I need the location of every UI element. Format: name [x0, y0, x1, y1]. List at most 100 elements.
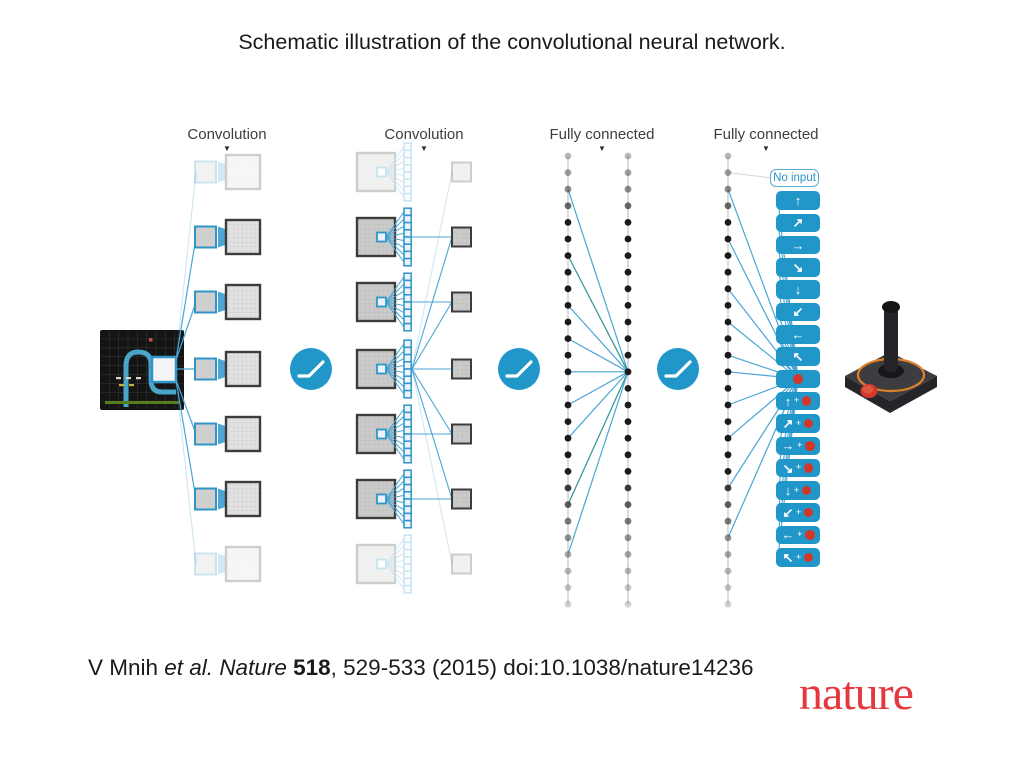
fc-unit-dot	[624, 335, 632, 342]
fc-unit-dot	[564, 517, 572, 525]
fc-unit-dot	[624, 567, 632, 575]
filter-stack-square	[403, 236, 412, 245]
layer-label-text: Fully connected	[713, 126, 819, 143]
fc-unit-dot	[624, 252, 632, 259]
fc-unit-dot	[624, 268, 632, 276]
citation-rest: , 529-533 (2015) doi:10.1038/nature14236	[330, 655, 754, 680]
atari-joystick-icon	[845, 301, 937, 413]
conv1-feature-map	[224, 545, 262, 583]
filter-stack-square	[403, 250, 412, 260]
conv1-filter-patch	[194, 225, 217, 249]
fc-unit-dot	[564, 534, 572, 542]
fc-unit-dot	[724, 235, 732, 243]
fc-unit-dot	[564, 418, 572, 425]
conv2-unit	[355, 339, 412, 399]
filter-stack-square	[403, 447, 412, 457]
filter-stack-square	[403, 272, 412, 282]
filter-stack-square	[403, 192, 412, 202]
fc-unit-dot	[564, 318, 572, 326]
filter-stack-square	[403, 505, 412, 515]
conv1-filter-patch	[194, 160, 217, 184]
layer-label-text: Convolution	[384, 126, 464, 143]
layer-label-fully-connected-2: Fully connected ▼	[713, 126, 818, 153]
feature-map	[451, 226, 472, 248]
fc-unit-dot	[564, 501, 572, 508]
fc-unit-dot	[624, 451, 632, 459]
filter-stack-square	[403, 214, 412, 224]
fc-unit-dot	[724, 385, 732, 392]
fc-unit-dot	[724, 451, 732, 459]
filter-stack-square	[403, 286, 412, 296]
filter-stack-square	[403, 279, 412, 289]
filter-stack-square	[403, 185, 412, 195]
filter-stack-square	[403, 315, 412, 325]
layer-label-convolution-1: Convolution ▼	[187, 126, 266, 153]
fc-unit-dot	[724, 219, 732, 226]
fc-unit-dot	[624, 600, 632, 608]
filter-stack-square	[403, 519, 412, 529]
conv2-input-map	[355, 151, 397, 193]
fc-unit-dot	[564, 185, 572, 193]
filter-stack-square	[403, 541, 412, 551]
fc-unit-dot	[624, 185, 632, 193]
fc-dots-column-3	[724, 152, 732, 608]
fc-unit-dot	[724, 351, 732, 359]
filter-stack-square	[403, 301, 412, 310]
filter-stack-square	[403, 294, 412, 303]
fc-unit-dot	[724, 252, 732, 259]
fc-unit-dot	[564, 451, 572, 459]
conv1-feature-map	[224, 283, 262, 321]
triangle-down-icon: ▼	[223, 144, 231, 153]
filter-stack-square	[403, 440, 412, 450]
slide-title: Schematic illustration of the convolutio…	[238, 30, 786, 54]
conv1-filter-patch	[194, 487, 217, 511]
layer-label-text: Convolution	[187, 126, 267, 143]
filter-stack-square	[403, 577, 412, 587]
filter-stack-square	[403, 469, 412, 479]
fc-unit-dot	[624, 152, 632, 160]
fc-unit-dot	[564, 385, 572, 392]
feature-map	[451, 291, 472, 313]
triangle-down-icon: ▼	[598, 144, 606, 153]
filter-stack-square	[403, 433, 412, 442]
citation-authors: V Mnih	[88, 655, 165, 680]
fc-unit-dot	[564, 169, 572, 177]
fc-unit-dot	[564, 302, 572, 309]
filter-stack-square	[403, 156, 412, 166]
filter-stack-square	[403, 382, 412, 392]
conv1-unit	[194, 153, 262, 191]
conv1-filter-patch	[194, 357, 217, 381]
fc-unit-dot	[564, 202, 572, 210]
relu-curve-icon	[498, 348, 540, 390]
conv2-unit	[355, 272, 412, 332]
fc-unit-dot	[724, 302, 732, 309]
fc-unit-dot	[724, 268, 732, 276]
game-track	[123, 349, 176, 407]
conv1-filter-patch	[194, 290, 217, 314]
fc-unit-dot	[624, 285, 632, 293]
filter-stack-square	[403, 570, 412, 580]
filter-stack-square	[403, 229, 412, 238]
feature-map	[451, 161, 472, 183]
fc-unit-dot	[624, 385, 632, 392]
filter-stack-square	[403, 243, 412, 253]
filter-stack-square	[403, 361, 412, 370]
fc-unit-dot	[724, 368, 732, 376]
conv1-feature-map	[224, 218, 262, 256]
fc-unit-dot	[564, 335, 572, 342]
conv2-filter-patch	[376, 231, 387, 243]
filter-stack-square	[403, 178, 412, 188]
fc-unit-dot	[724, 517, 732, 525]
filter-stack-square	[403, 149, 412, 159]
relu-curve-icon	[657, 348, 699, 390]
conv1-feature-map	[224, 480, 262, 518]
filter-stack-square	[403, 411, 412, 421]
filter-stack-square	[403, 498, 412, 507]
fc-unit-dot	[624, 584, 632, 591]
fc-dots-column-1	[564, 152, 572, 608]
filter-stack-square	[403, 418, 412, 428]
fc-unit-dot	[564, 152, 572, 160]
conv2-input-map	[355, 413, 397, 455]
conv2-unit	[355, 207, 412, 267]
